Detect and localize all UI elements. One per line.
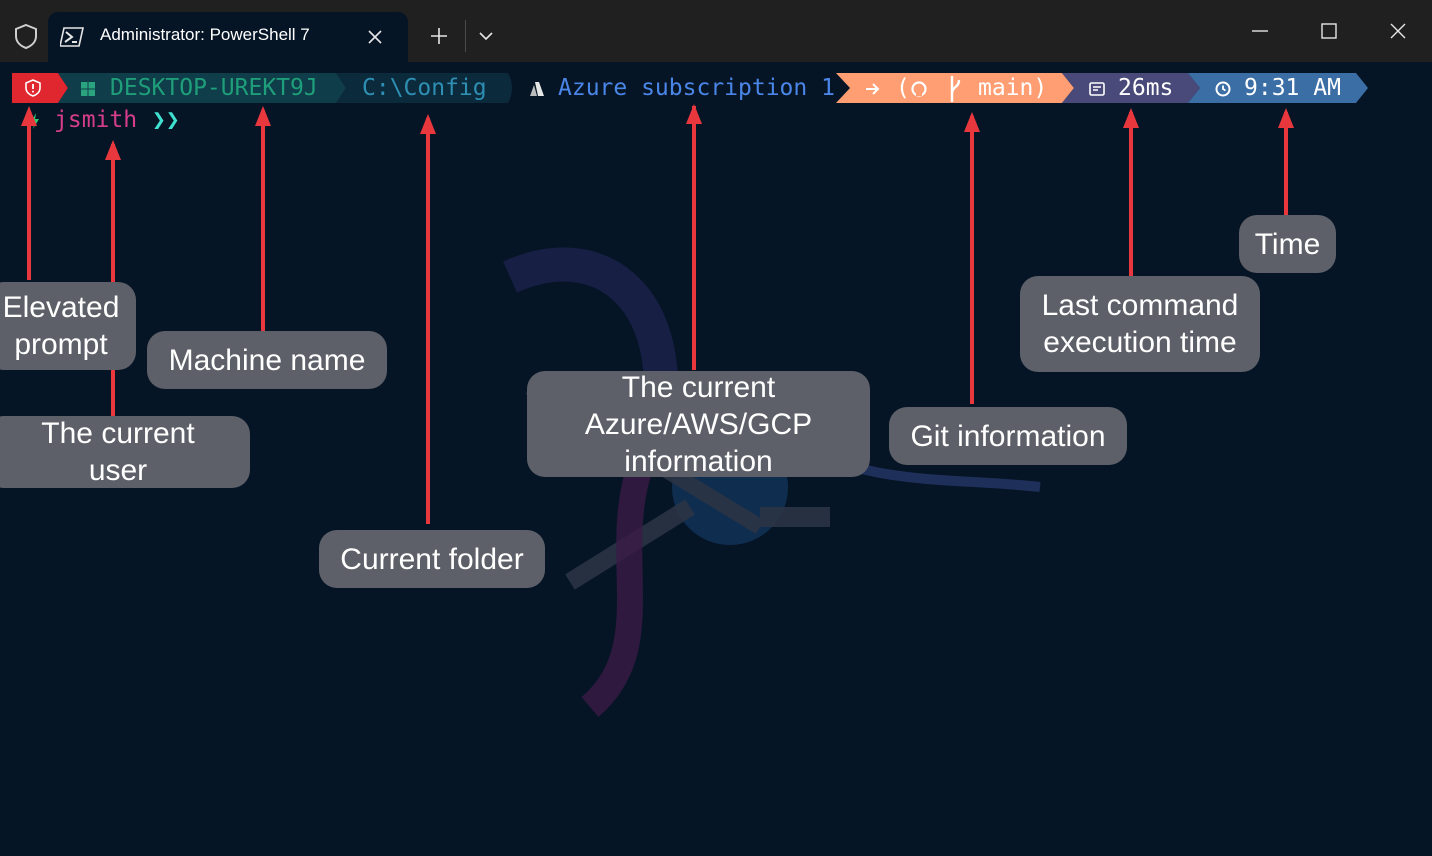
stopwatch-icon [1089,82,1105,96]
prompt-segments [12,73,1368,103]
clock-icon [1215,81,1231,97]
lightning-icon [31,113,39,129]
terminal-background-logo [503,247,1041,717]
callout-git-info: Git information [889,407,1127,465]
chevron-down-icon[interactable] [476,26,496,46]
callout-machine-name: Machine name [147,331,387,389]
powershell-icon [60,27,84,47]
callout-time: Time [1239,215,1336,273]
tab-separator [465,20,466,52]
time-text: 9:31 AM [1244,75,1341,101]
window-close-icon[interactable] [1385,18,1411,44]
cloud-text: Azure subscription 1 [558,75,835,101]
shield-icon [15,23,37,50]
machine-name-text: DESKTOP-UREKT9J [110,75,318,101]
azure-icon [530,82,544,96]
user-text: jsmith [54,107,138,133]
windows-icon [81,82,95,96]
title-bar: Administrator: PowerShell 7 [0,0,1432,62]
maximize-icon[interactable] [1316,18,1342,44]
github-icon [911,81,927,97]
git-branch-icon [950,76,961,102]
plus-icon[interactable] [427,24,451,48]
git-open-paren: ( [896,75,910,101]
minimize-icon[interactable] [1247,18,1273,44]
git-branch-text: main) [978,75,1048,101]
exec-time-text: 26ms [1118,75,1174,101]
arrow-right-icon [866,83,880,95]
shield-alert-icon [25,79,41,97]
tab-powershell[interactable]: Administrator: PowerShell 7 [48,12,408,62]
tab-title: Administrator: PowerShell 7 [100,25,310,44]
close-icon[interactable] [364,26,386,48]
folder-text: C:\Config [362,75,487,101]
prompt-chevrons: ❯❯ [152,107,180,133]
callout-current-folder: Current folder [319,530,545,588]
